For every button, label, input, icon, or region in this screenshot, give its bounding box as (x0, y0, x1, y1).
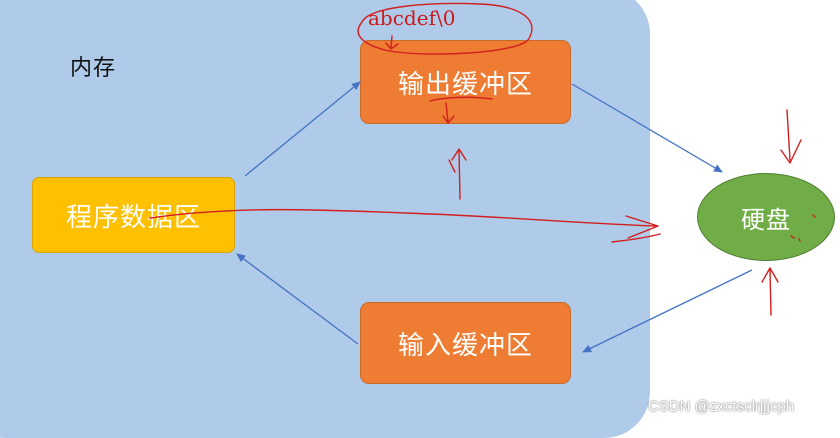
arrow-output-to-disk (571, 83, 723, 173)
program-data-area: 程序数据区 (32, 177, 235, 253)
arrow-input-to-program (236, 253, 359, 345)
annotation-arrow-into-disk-top (780, 109, 802, 164)
annotation-ellipse (357, 2, 533, 55)
arrow-disk-to-input (582, 269, 753, 353)
annotation-disk-marks (790, 214, 816, 242)
diagram-overlay (149, 2, 816, 353)
memory-label: 内存 (70, 56, 117, 81)
input-buffer: 输入缓冲区 (360, 302, 571, 384)
hard-disk: 硬盘 (697, 173, 835, 261)
annotation-arrow-from-disk-bottom (761, 267, 779, 316)
arrow-program-to-output (244, 81, 361, 177)
annotation-underline (429, 96, 493, 102)
watermark: CSDN @zxctsclrjjjcph (648, 398, 795, 415)
annotation-long-arrow-to-disk (149, 208, 661, 243)
buffer-content-annotation: abcdef\0 (368, 6, 456, 30)
annotation-arrow-down-to-output (385, 35, 399, 50)
annotation-small-down-arrow (442, 102, 455, 124)
annotation-up-arrow-mid (448, 148, 467, 200)
